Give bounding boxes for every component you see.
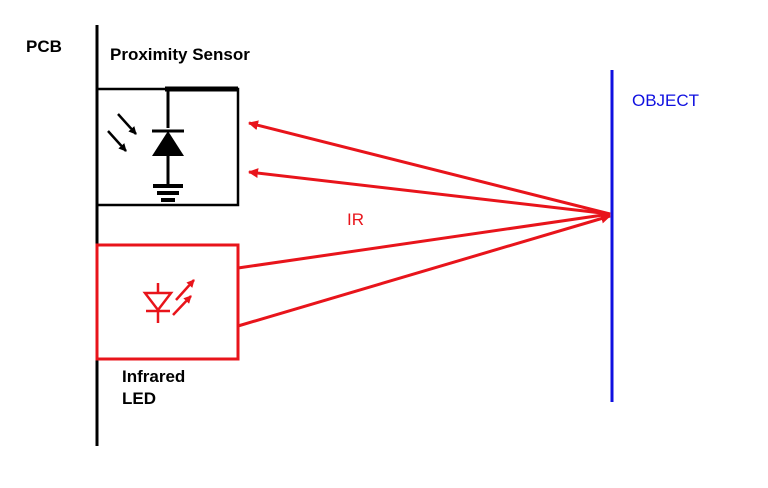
ir-ray-emitted-upper bbox=[237, 210, 611, 270]
infrared-led-box bbox=[95, 243, 240, 361]
infrared-led-label-line2: LED bbox=[122, 389, 156, 408]
led-icon bbox=[142, 279, 195, 323]
ir-ray-reflected-lower bbox=[248, 168, 611, 216]
ir-ray-reflected-upper bbox=[248, 120, 611, 216]
proximity-sensor-box bbox=[95, 86, 240, 207]
ir-ray-emitted-lower bbox=[237, 213, 611, 328]
proximity-sensor-label: Proximity Sensor bbox=[110, 45, 250, 64]
ir-label: IR bbox=[347, 210, 364, 229]
infrared-led-label-line1: Infrared bbox=[122, 367, 185, 386]
pcb-label: PCB bbox=[26, 37, 62, 56]
object-label: OBJECT bbox=[632, 91, 699, 110]
photodiode-icon bbox=[107, 89, 184, 202]
